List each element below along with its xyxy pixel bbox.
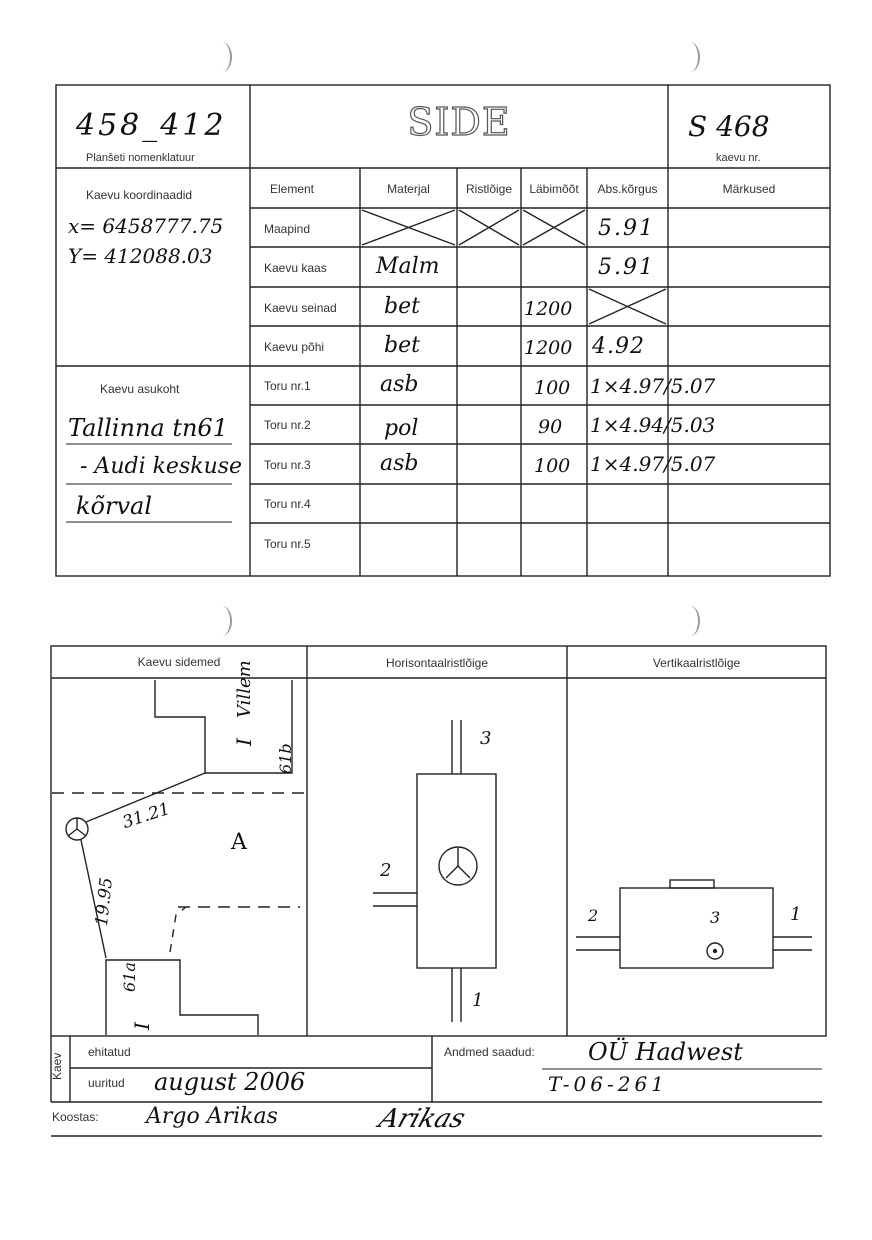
roman-numeral-bottom: I [130,1022,154,1030]
section-vertical-title: Vertikaalristlõige [652,656,741,670]
coordinate-x: x= 6458777.75 [68,214,224,238]
punch-hole [680,606,700,636]
row-element: Toru nr.4 [264,497,311,511]
punch-hole [212,42,232,72]
pipe-label-2: 2 [588,906,599,925]
well-number-label: kaevu nr. [716,152,761,164]
col-header-height: Abs.kõrgus [597,182,658,196]
section-horizontal-title: Horisontaalristlõige [385,656,489,670]
row-height: 1×4.97/5.07 [590,452,716,476]
row-height: 5.91 [598,216,655,241]
data-from-value: OÜ Hadwest [588,1038,743,1066]
row-diameter: 100 [534,455,571,477]
area-label: A [231,830,247,855]
coordinate-y: Y= 412088.03 [68,244,213,268]
row-material: Malm [376,254,440,279]
col-header-notes: Märkused [722,182,776,196]
punch-hole [212,606,232,636]
row-element: Kaevu põhi [264,340,325,354]
surveyed-label: uuritud [88,1076,125,1090]
punch-hole [680,42,700,72]
row-diameter: 1200 [524,337,573,359]
location-line-2: - Audi keskuse [80,454,243,479]
row-material: bet [384,294,420,319]
row-material: pol [384,416,419,441]
building-number-top: 61b [276,743,295,774]
row-height: 4.92 [592,334,645,359]
surveyed-value: august 2006 [154,1068,306,1096]
pipe-label-1: 1 [790,904,802,925]
row-element: Toru nr.3 [264,458,311,472]
row-material: asb [380,451,419,476]
col-header-section: Ristlõige [465,182,513,196]
street-name: Villem [234,660,255,718]
location-label: Kaevu asukoht [100,382,180,396]
pipe-label-3: 3 [480,728,492,749]
row-material: bet [384,333,420,358]
well-number-value: S 468 [688,110,770,143]
row-diameter: 1200 [524,298,573,320]
row-element: Maapind [264,222,311,236]
row-element: Toru nr.5 [264,537,311,551]
row-diameter: 100 [534,377,571,399]
row-diameter: 90 [538,416,563,438]
row-element: Kaevu kaas [264,261,327,275]
section-connections-title: Kaevu sidemed [137,655,221,669]
col-header-element: Element [269,182,315,196]
pipe-label-2: 2 [380,860,392,881]
location-line-3: kõrval [76,492,153,520]
pipe-label-3: 3 [710,908,721,927]
plansheet-value: 458_412 [76,108,227,143]
building-number-bottom: 61a [120,962,139,992]
location-line-1: Tallinna tn61 [68,414,228,442]
col-header-diameter: Läbimõõt [529,182,579,196]
data-from-ref: T-06-261 [548,1072,668,1096]
row-material: asb [380,372,419,397]
row-element: Toru nr.1 [264,379,311,393]
signature: Arikas [375,1104,469,1134]
row-element: Kaevu seinad [264,301,337,315]
kaev-label: Kaev [50,1052,64,1080]
col-header-material: Materjal [387,182,430,196]
coordinates-label: Kaevu koordinaadid [86,188,193,202]
pipe-label-1: 1 [472,990,484,1011]
roman-numeral-top: I [232,738,256,746]
data-from-label: Andmed saadud: [444,1045,535,1059]
compiled-value: Argo Arikas [146,1104,278,1129]
page-title: SIDE [407,99,511,144]
row-height: 1×4.97/5.07 [590,374,716,398]
built-label: ehitatud [88,1045,131,1059]
row-height: 1×4.94/5.03 [590,413,716,437]
plansheet-label: Planšeti nomenklatuur [86,152,195,164]
row-height: 5.91 [598,255,655,280]
compiled-label: Koostas: [52,1110,99,1124]
row-element: Toru nr.2 [264,418,311,432]
